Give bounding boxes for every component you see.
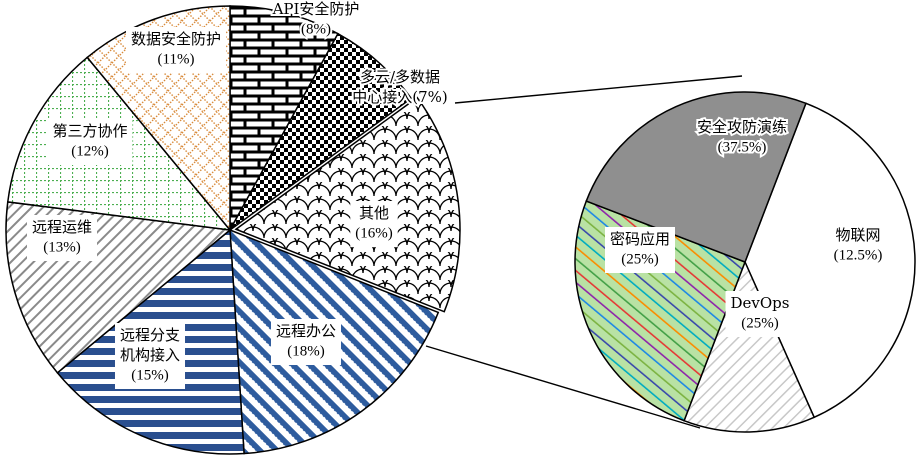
main-slice-label-0: API安全防护 (8%) [270,0,362,39]
main-slice-percent-2: (16%) [355,225,393,241]
main-slice-label-2: 其他 (16%) [350,201,398,247]
main-slice-percent-5: (13%) [43,239,81,255]
secondary-pie: 安全攻防演练 (37.5%) 物联网 (12.5%) DevOps (25%) 密码应用 (2… [574,91,916,433]
sub-slice-name-0-0: 安全攻防演练 [697,118,787,136]
main-slice-label-3: 远程办公 (18%) [270,319,342,365]
main-slice-name-0-0: API安全防护 [272,0,360,18]
sub-slice-percent-2: (25%) [741,315,779,331]
sub-slice-name-2-0: DevOps [731,294,790,312]
sub-slice-label-box-2 [725,291,795,337]
main-slice-name-1-1: 中心接入(7%) [352,88,448,106]
main-slice-label-box-5 [26,215,98,261]
main-slice-name-5-0: 远程运维 [32,218,92,236]
pie-of-pie-connector-lines [425,75,743,429]
sub-slice-percent-3: (25%) [621,251,659,267]
sub-slice-label-1: 物联网 (12.5%) [828,223,888,269]
sub-slice-label-box-1 [828,223,888,269]
main-slice-label-box-3 [270,319,342,365]
connector-line-0 [454,75,743,104]
main-slice-label-box-2 [350,201,398,247]
main-slice-label-5: 远程运维 (13%) [26,215,98,261]
main-slice-name-3-0: 远程办公 [276,322,336,340]
main-slice-1 [229,32,413,231]
main-slice-percent-4: (15%) [131,367,169,383]
connector-line-1 [425,345,701,429]
sub-slice-3 [585,91,807,263]
main-slice-name-1-0: 多云/多数据 [360,68,440,86]
sub-slice-1 [683,260,816,433]
main-slice-label-box-4 [114,323,186,389]
main-slice-label-box-6 [47,119,133,165]
main-slice-name-2-0: 其他 [359,204,389,222]
sub-slice-percent-1: (12.5%) [834,247,883,263]
main-slice-name-4-0: 远程分支 [120,326,180,344]
sub-slice-name-1-0: 物联网 [835,226,880,244]
sub-slice-name-3-0: 密码应用 [610,230,670,248]
main-slice-label-6: 第三方协作 (12%) [47,119,133,165]
sub-slice-label-3: 密码应用 (25%) [604,227,676,273]
main-slice-label-7: 数据安全防护 (11%) [125,27,227,73]
sub-slice-label-box-3 [604,227,676,273]
main-slice-percent-7: (11%) [158,51,195,67]
main-slice-2 [234,96,461,313]
main-slice-name-7-0: 数据安全防护 [131,30,221,48]
main-slice-0 [229,5,339,231]
main-slice-percent-3: (18%) [287,343,325,359]
main-slice-name-4-1: 机构接入 [120,346,180,364]
main-slice-percent-0: (8%) [301,21,331,37]
sub-slice-label-0: 安全攻防演练 (37.5%) [695,116,789,157]
main-slice-name-6-0: 第三方协作 [52,122,127,140]
sub-slice-label-2: DevOps (25%) [725,291,795,337]
main-slice-percent-6: (12%) [71,143,109,159]
sub-slice-percent-0: (37.5%) [718,139,767,155]
main-slice-label-box-7 [125,27,227,73]
